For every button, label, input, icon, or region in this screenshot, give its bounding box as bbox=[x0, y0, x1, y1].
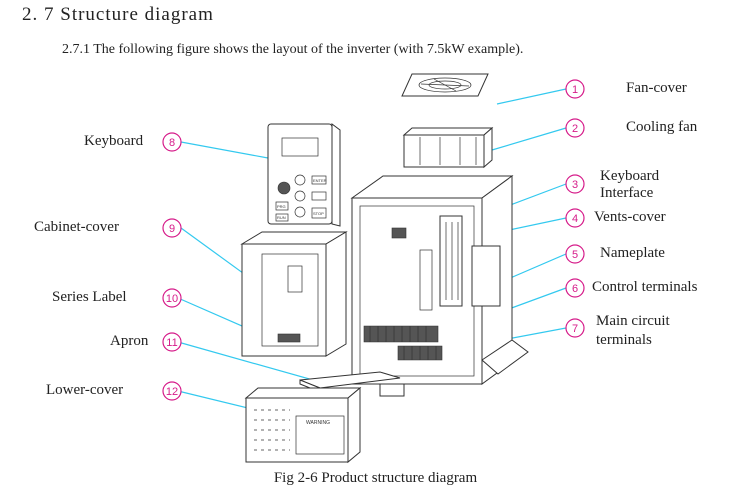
key-stop: STOP bbox=[313, 211, 324, 216]
svg-text:11: 11 bbox=[166, 337, 177, 349]
callout-9: 9 bbox=[162, 218, 182, 238]
figure-caption: Fig 2-6 Product structure diagram bbox=[273, 470, 478, 486]
callout-4: 4 bbox=[565, 208, 585, 228]
callout-3: 3 bbox=[565, 174, 585, 194]
callout-7: 7 bbox=[565, 318, 585, 338]
label-lower-cover: Lower-cover bbox=[46, 382, 124, 398]
label-vents-cover: Vents-cover bbox=[594, 209, 666, 225]
svg-text:5: 5 bbox=[572, 249, 578, 261]
svg-text:4: 4 bbox=[572, 213, 578, 225]
callout-5: 5 bbox=[565, 244, 585, 264]
cabinet-cover-part bbox=[240, 231, 348, 357]
svg-text:3: 3 bbox=[572, 179, 578, 191]
section-heading: 2. 7 Structure diagram bbox=[22, 4, 214, 25]
label-apron: Apron bbox=[110, 333, 149, 349]
lower-cover-part: WARNING bbox=[244, 386, 362, 464]
svg-text:6: 6 bbox=[572, 283, 578, 295]
callout-6: 6 bbox=[565, 278, 585, 298]
svg-text:9: 9 bbox=[169, 223, 175, 235]
fan-cover-part bbox=[401, 73, 489, 97]
keypad-key-labels: ENTER PRG RUN STOP bbox=[277, 178, 327, 220]
svg-text:7: 7 bbox=[572, 323, 578, 335]
label-keyboard: Keyboard bbox=[84, 133, 144, 149]
svg-text:10: 10 bbox=[166, 293, 178, 305]
callout-2: 2 bbox=[565, 118, 585, 138]
svg-text:1: 1 bbox=[572, 84, 578, 96]
intro-text: 2.7.1 The following figure shows the lay… bbox=[62, 42, 524, 57]
label-keyboard-interface: Keyboard Interface bbox=[600, 168, 660, 201]
callout-10: 10 bbox=[162, 288, 182, 308]
callout-12: 12 bbox=[162, 381, 182, 401]
warning-text: WARNING bbox=[306, 420, 330, 426]
key-run: RUN bbox=[277, 215, 286, 220]
svg-text:12: 12 bbox=[166, 386, 178, 398]
callout-11: 11 bbox=[162, 332, 182, 352]
svg-text:2: 2 bbox=[572, 123, 578, 135]
callout-1: 1 bbox=[565, 79, 585, 99]
callout-8: 8 bbox=[162, 132, 182, 152]
key-enter: ENTER bbox=[313, 178, 327, 183]
label-series-label: Series Label bbox=[52, 289, 127, 305]
key-prg: PRG bbox=[277, 204, 286, 209]
inverter-body-part bbox=[350, 175, 529, 397]
cooling-fan-part bbox=[402, 126, 494, 169]
label-control-terminals: Control terminals bbox=[592, 279, 698, 295]
label-fan-cover: Fan-cover bbox=[626, 80, 687, 96]
label-cooling-fan: Cooling fan bbox=[626, 119, 698, 135]
keyboard-part bbox=[267, 123, 341, 227]
label-nameplate: Nameplate bbox=[600, 245, 665, 261]
svg-text:8: 8 bbox=[169, 137, 175, 149]
label-cabinet-cover: Cabinet-cover bbox=[34, 219, 119, 235]
label-main-circuit-terminals: Main circuit terminals bbox=[596, 313, 670, 348]
